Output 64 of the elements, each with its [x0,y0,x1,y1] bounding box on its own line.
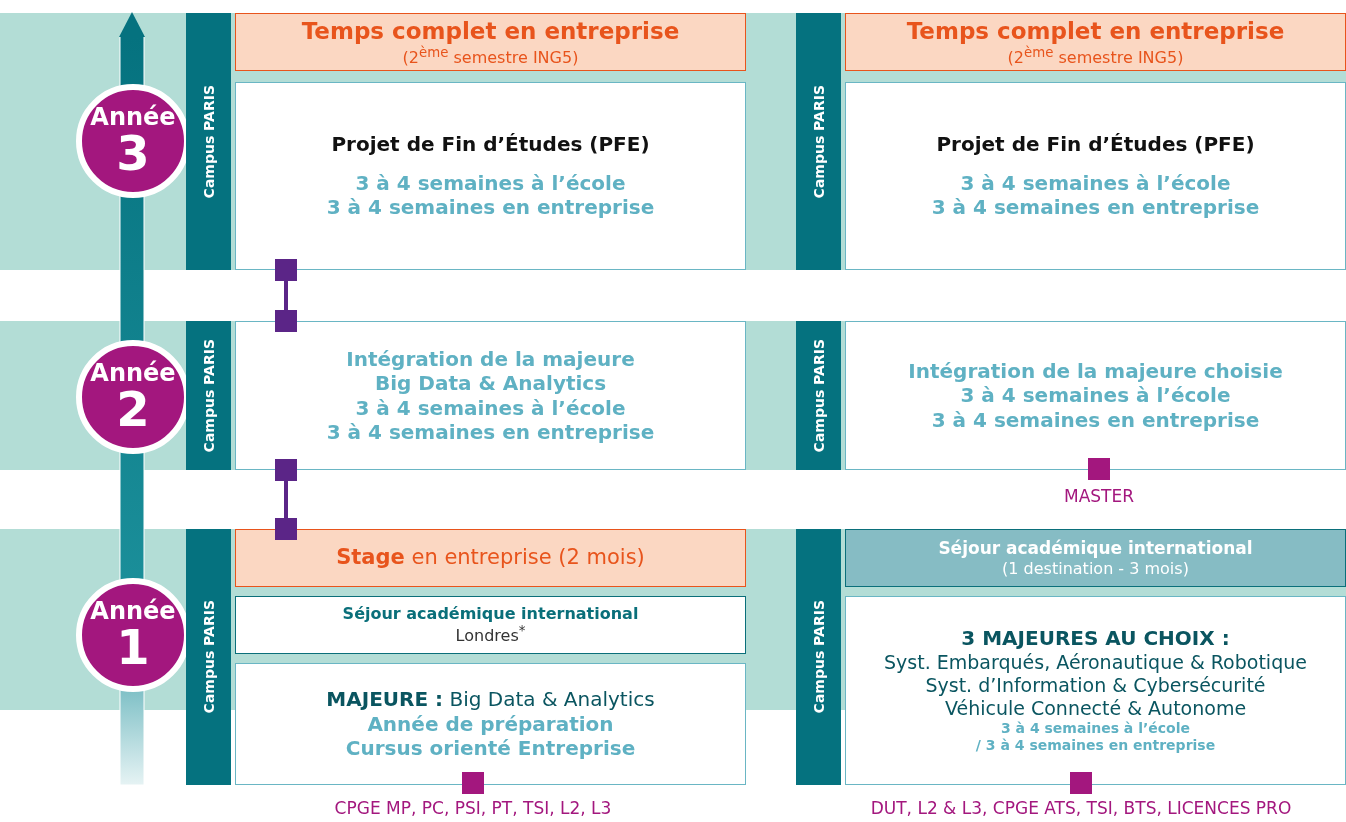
duration-text: 3 à 4 semaines à l’école [1001,720,1190,738]
connector-line [275,459,297,540]
box-title: Projet de Fin d’Études (PFE) [936,132,1255,157]
year-number: 1 [116,623,150,671]
major-text: Véhicule Connecté & Autonome [944,697,1247,721]
duration-text: 3 à 4 semaines en entreprise [931,407,1260,433]
campus-bar [796,529,841,785]
duration-text: 3 à 4 semaines en entreprise [326,419,655,445]
year-label: Année [90,361,176,385]
admission-text: DUT, L2 & L3, CPGE ATS, TSI, BTS, LICENCES PRO [869,798,1293,818]
exchange-box [235,596,746,654]
campus-label: Campus PARIS [200,338,217,453]
campus-label: Campus PARIS [810,338,827,453]
exchange-box [845,529,1346,587]
major-text: Syst. d’Information & Cybersécurité [925,674,1266,698]
box-title: 3 MAJEURES AU CHOIX : [961,626,1230,651]
box-title: Temps complet en entreprise [301,16,680,45]
course-box [235,321,746,470]
duration-text: 3 à 4 semaines à l’école [355,395,626,420]
duration-text: 3 à 4 semaines en entreprise [326,195,655,220]
duration-text: 3 à 4 semaines à l’école [960,170,1231,196]
campus-label: Campus PARIS [810,600,827,714]
box-title: Séjour académique international [938,537,1253,559]
admission-text: MASTER [1063,486,1135,506]
duration-text: 3 à 4 semaines à l’école [355,170,626,196]
course-box [845,596,1346,785]
box-text: Cursus orienté Entreprise [345,736,636,761]
box-title: Stage en entreprise (2 mois) [336,545,645,571]
campus-bar [796,321,841,470]
year-label: Année [90,105,176,129]
box-subtitle: (2$^{ème}$ semestre ING5) [402,44,579,68]
work-period-box [845,13,1346,71]
campus-label: Campus PARIS [200,84,217,199]
course-box [235,663,746,785]
campus-bar [186,529,231,785]
campus-bar [186,13,231,270]
box-title: Intégration de la majeure choisie [908,358,1283,384]
year-number: 3 [116,129,150,177]
course-box [235,82,746,270]
course-box [845,82,1346,270]
campus-bar [186,321,231,470]
course-box [845,321,1346,470]
box-subtitle: (1 destination - 3 mois) [1002,558,1189,579]
box-title: MAJEURE : Big Data & Analytics [326,687,655,712]
box-text: Année de préparation [367,711,614,737]
box-title: Intégration de la majeure Big Data & Analytics [345,346,636,396]
year-label: Année [90,599,176,623]
campus-label: Campus PARIS [200,600,217,714]
major-text: Syst. Embarqués, Aéronautique & Robotique [884,650,1307,675]
campus-label: Campus PARIS [810,84,827,199]
box-title: Temps complet en entreprise [906,16,1285,45]
work-period-box [235,13,746,71]
campus-bar [796,13,841,270]
internship-box [235,529,746,587]
year-number: 2 [116,385,150,433]
box-subtitle: (2$^{ème}$ semestre ING5) [1007,44,1184,68]
box-title: Séjour académique international [342,603,639,624]
duration-text: 3 à 4 semaines à l’école [960,383,1231,408]
box-title: Projet de Fin d’Études (PFE) [331,132,650,157]
duration-text: 3 à 4 semaines en entreprise [931,195,1260,220]
duration-text: / 3 à 4 semaines en entreprise [975,737,1216,755]
connector-line [275,259,297,332]
box-subtitle: Londres$^{*}$ [455,623,526,647]
admission-text: CPGE MP, PC, PSI, PT, TSI, L2, L3 [333,798,613,818]
